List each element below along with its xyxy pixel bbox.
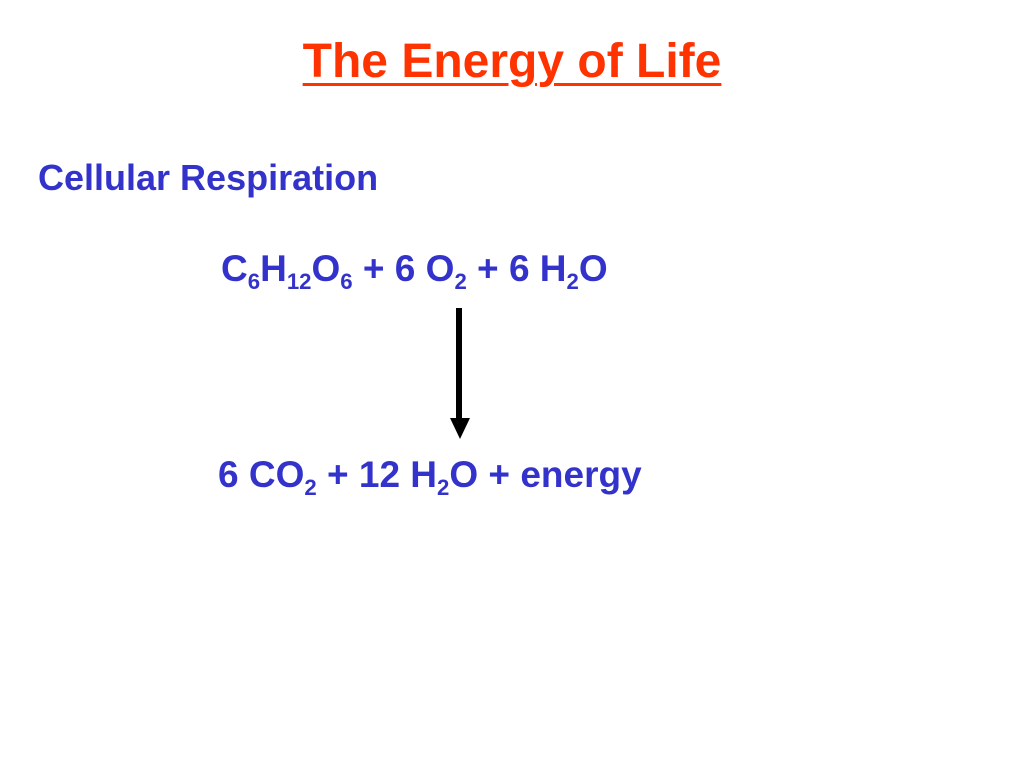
arrow-shaft <box>456 308 462 420</box>
arrow-head <box>450 418 470 439</box>
reactant-part: + 6 O <box>352 248 455 289</box>
reactant-subscript: 12 <box>286 268 312 294</box>
reactant-part: C <box>221 248 248 289</box>
slide-title: The Energy of Life <box>302 35 722 88</box>
reactant-part: O <box>311 248 341 289</box>
down-arrow-icon <box>450 308 470 439</box>
reactant-subscript: 6 <box>340 268 353 294</box>
product-subscript: 2 <box>437 474 450 500</box>
reactant-part: + 6 H <box>466 248 567 289</box>
reactant-part: H <box>260 248 287 289</box>
product-subscript: 2 <box>304 474 317 500</box>
reactant-subscript: 6 <box>247 268 261 294</box>
products-equation: 6 CO2 + 12 H2O + energy <box>218 454 642 498</box>
product-part: + 12 H <box>316 454 438 495</box>
reactant-subscript: 2 <box>454 268 467 294</box>
reactants-equation: C6H12O6 + 6 O2 + 6 H2O <box>221 248 608 292</box>
slide-subtitle: Cellular Respiration <box>38 157 379 198</box>
reactant-part: O <box>578 248 608 289</box>
reactant-subscript: 2 <box>566 268 579 294</box>
product-part: 6 CO <box>218 454 305 495</box>
product-part: O + energy <box>449 454 642 495</box>
